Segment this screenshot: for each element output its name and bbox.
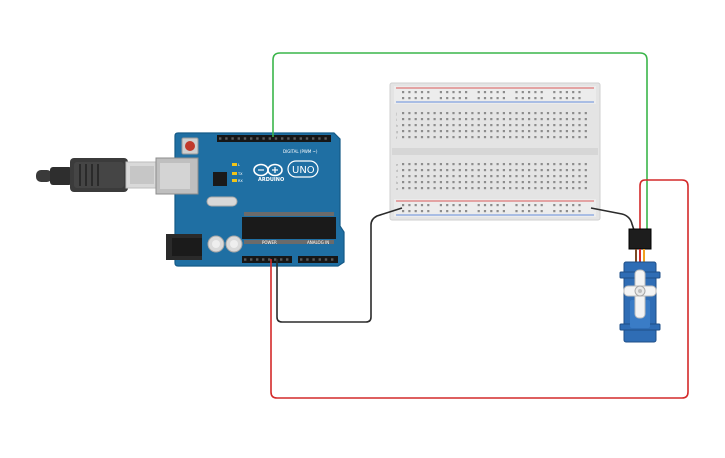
- l-led-label: L: [238, 163, 240, 167]
- breadboard-holes: [402, 91, 587, 213]
- svg-text:i: i: [396, 118, 397, 122]
- usb-cable[interactable]: [36, 158, 159, 192]
- svg-text:g: g: [396, 130, 398, 134]
- servo-connector: [628, 228, 652, 250]
- signal-wire[interactable]: [272, 52, 648, 230]
- analog-header: [298, 256, 338, 263]
- usb-chip: [213, 172, 227, 186]
- power-header: [242, 256, 292, 263]
- header-pins: [219, 137, 334, 261]
- bottom-power-rail: [394, 199, 596, 217]
- center-channel: [392, 148, 598, 155]
- arduino-brand-label: ARDUINO: [258, 177, 284, 183]
- breadboard[interactable]: j i h g f e d c b a: [389, 82, 601, 221]
- breadboard-row-letters-bottom: e d c b a: [396, 163, 399, 191]
- power-wire[interactable]: [270, 179, 689, 399]
- power-label: POWER: [262, 240, 277, 245]
- svg-text:f: f: [396, 136, 398, 140]
- svg-text:b: b: [396, 181, 399, 185]
- arduino-logo-icon: [253, 163, 283, 177]
- servo-motor[interactable]: [619, 228, 661, 343]
- rx-led-label: RX: [238, 179, 243, 183]
- breadboard-row-letters-top: j i h g f: [395, 112, 398, 140]
- digital-header: [217, 135, 331, 142]
- reset-button[interactable]: [181, 137, 199, 155]
- svg-text:c: c: [396, 175, 398, 179]
- svg-text:j: j: [395, 112, 397, 116]
- uno-badge: [287, 160, 319, 178]
- svg-text:a: a: [396, 187, 398, 191]
- top-power-rail: [394, 86, 596, 104]
- crystal-oscillator: [206, 196, 238, 207]
- power-jack: [166, 234, 202, 260]
- analog-in-label: ANALOG IN: [307, 240, 329, 245]
- tx-led-label: TX: [237, 172, 243, 176]
- ground-wire-arduino[interactable]: [276, 207, 403, 323]
- arduino-uno-board[interactable]: L TX RX ARDUINO UNO DIGITAL (PWM ~) POWE…: [155, 132, 345, 267]
- atmega-chip: [242, 212, 336, 244]
- servo-horn: [623, 269, 657, 319]
- svg-text:h: h: [396, 124, 398, 128]
- capacitors: [207, 235, 243, 253]
- svg-text:e: e: [396, 163, 398, 167]
- status-leds: L TX RX: [232, 163, 243, 183]
- digital-pwm-label: DIGITAL (PWM ~): [283, 149, 318, 154]
- uno-label: UNO: [292, 165, 315, 176]
- ground-wire-servo[interactable]: [590, 207, 635, 231]
- svg-text:d: d: [396, 169, 398, 173]
